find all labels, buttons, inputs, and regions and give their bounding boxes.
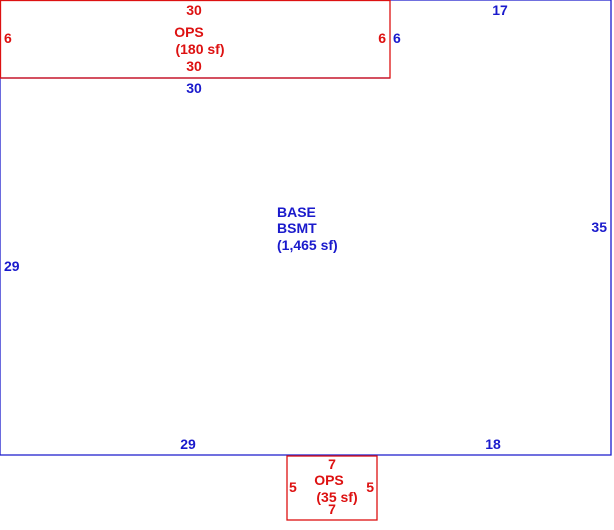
porch-top-dim-top: 30 <box>186 2 202 18</box>
base-name-line1: BASE <box>277 204 316 220</box>
base-dim-right: 35 <box>591 219 607 235</box>
porch-bottom-area: (35 sf) <box>316 489 357 505</box>
porch-bottom-dim-left: 5 <box>289 479 297 495</box>
porch-bottom-dim-right: 5 <box>366 479 374 495</box>
porch-top-name: OPS <box>174 24 204 40</box>
base-dim-top-right: 17 <box>492 2 508 18</box>
base-dim-left: 29 <box>4 258 20 274</box>
base-area-label: (1,465 sf) <box>277 237 338 253</box>
base-dim-bottom-left: 29 <box>180 436 196 452</box>
base-name-line2: BSMT <box>277 220 317 236</box>
porch-bottom-dim-bottom: 7 <box>328 501 336 517</box>
porch-top-area: (180 sf) <box>175 41 224 57</box>
base-dim-bottom-right: 18 <box>485 436 501 452</box>
porch-bottom-dim-top: 7 <box>328 456 336 472</box>
porch-top-dim-right: 6 <box>378 30 386 46</box>
porch-top-dim-bottom: 30 <box>186 58 202 74</box>
porch-bottom-outline <box>286 455 378 521</box>
porch-top-dim-left: 6 <box>4 30 12 46</box>
porch-bottom-name: OPS <box>314 472 344 488</box>
base-dim-notch-right: 6 <box>393 30 401 46</box>
porch-top-outline <box>0 0 391 79</box>
base-dim-under-porch: 30 <box>186 80 202 96</box>
